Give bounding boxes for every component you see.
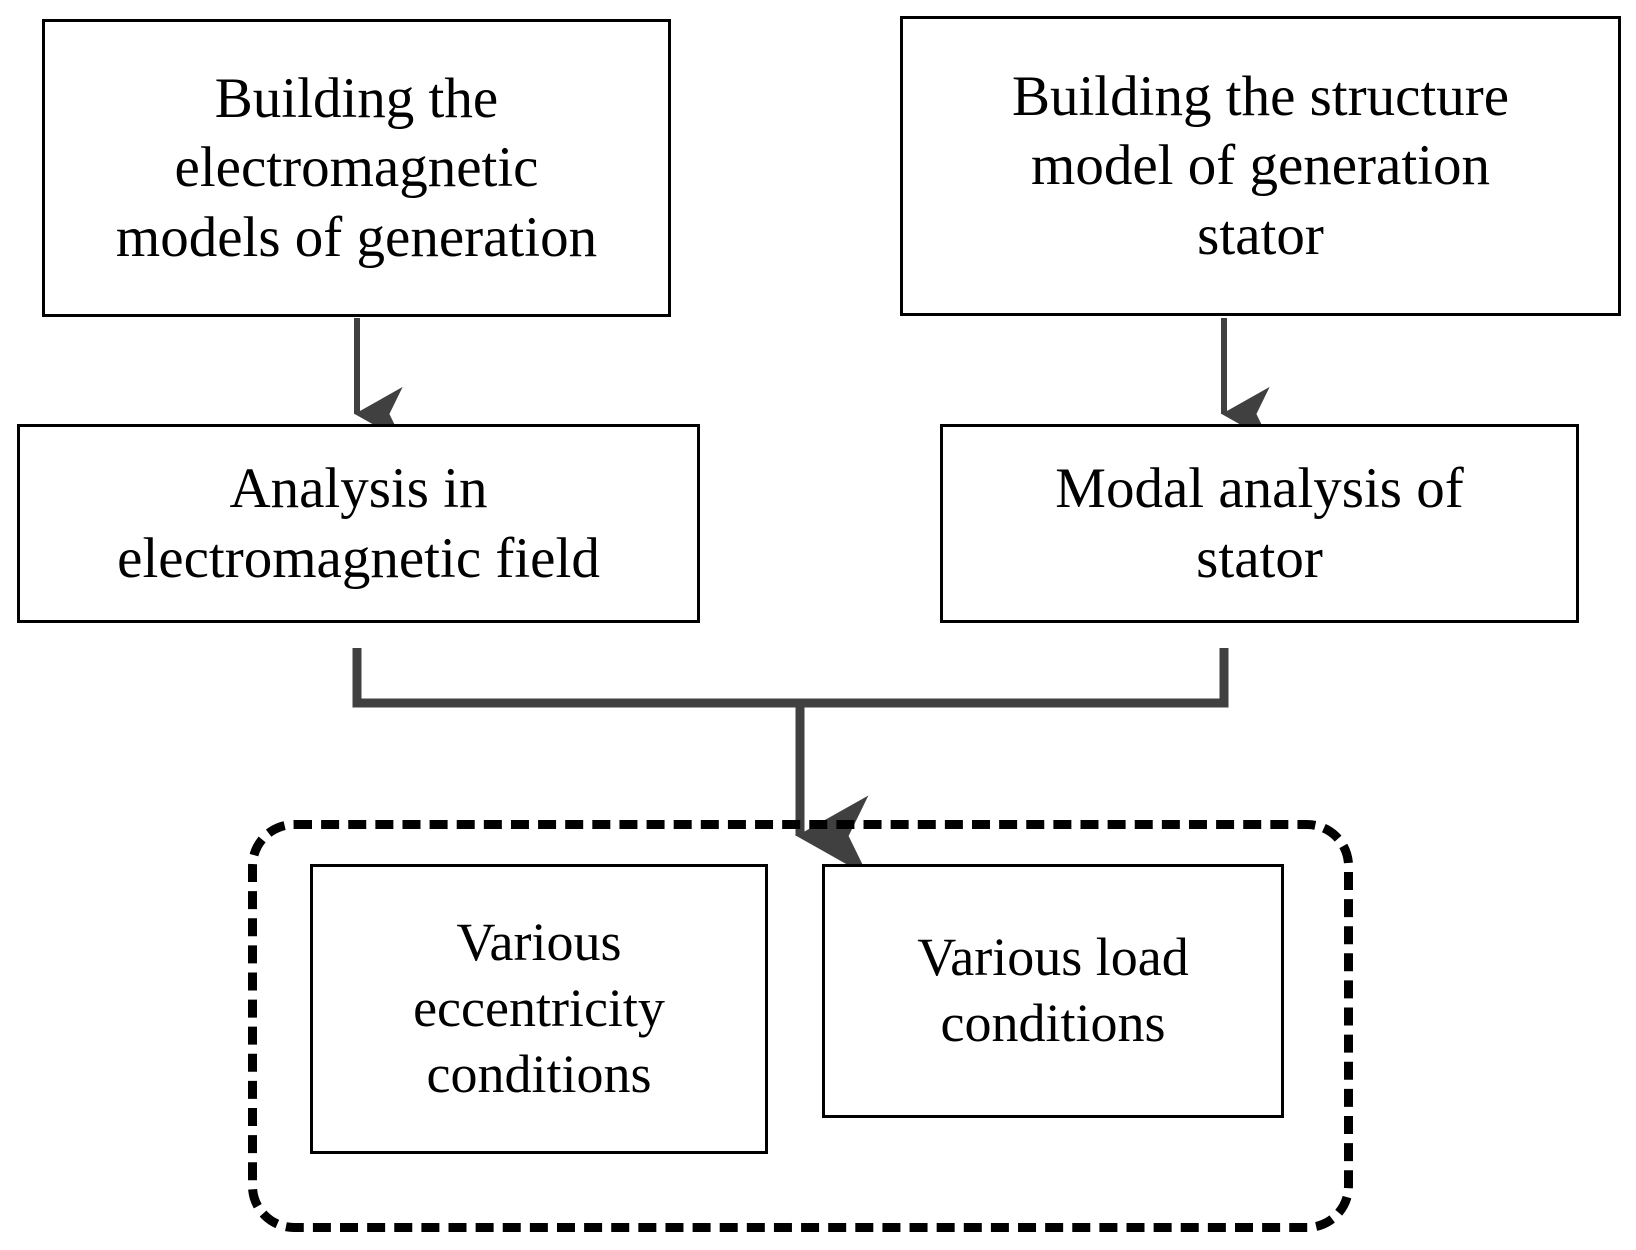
node-building-structure-model: Building the structure model of generati… — [900, 16, 1621, 316]
node-label: Analysis in electromagnetic field — [117, 456, 600, 590]
node-various-load-conditions: Various load conditions — [822, 864, 1284, 1118]
node-label: Building the electromagnetic models of g… — [115, 66, 598, 269]
node-label: Building the structure model of generati… — [1011, 64, 1510, 267]
node-label: Various load conditions — [917, 927, 1189, 1053]
node-label: Modal analysis of stator — [1055, 456, 1464, 590]
node-building-electromagnetic-models: Building the electromagnetic models of g… — [42, 19, 671, 317]
group-conditions-dashed-container — [248, 820, 1353, 1232]
node-modal-analysis-of-stator: Modal analysis of stator — [940, 424, 1579, 623]
node-label: Various eccentricity conditions — [413, 912, 665, 1104]
node-analysis-in-electromagnetic-field: Analysis in electromagnetic field — [17, 424, 700, 623]
edge-merge-into-conditions-group — [352, 648, 1229, 877]
node-various-eccentricity-conditions: Various eccentricity conditions — [310, 864, 768, 1154]
